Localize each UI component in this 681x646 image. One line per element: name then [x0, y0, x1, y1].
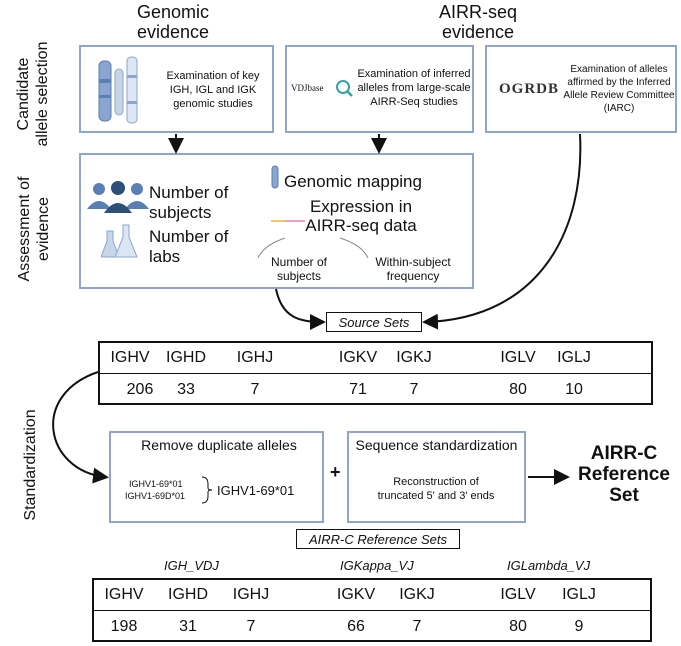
airrseq-evidence-heading: AIRR-seq evidence: [438, 2, 518, 42]
genome-small-icon: [271, 165, 279, 189]
flask-icon: [100, 223, 141, 261]
arrow-assessment-to-source-sets: [275, 288, 326, 330]
merge-brace-icon: [201, 476, 213, 504]
ogrdb-box: OGRDB Examination of alleles affirmed by…: [485, 45, 677, 133]
reference-sets-table: IGHV IGHD IGHJ IGKV IGKJ IGLV IGLJ 198 3…: [92, 578, 652, 642]
genomic-studies-box: Examination of key IGH, IGL and IGK geno…: [79, 45, 274, 133]
genomic-mapping-label: Genomic mapping: [284, 172, 422, 191]
group-label-iglambda: IGLambda_VJ: [507, 558, 591, 573]
source-sets-label: Source Sets: [326, 312, 422, 332]
vdjbase-logo: VDJbase: [291, 83, 324, 93]
ogrdb-text: Examination of alleles affirmed by the I…: [563, 64, 675, 114]
sequence-read-icon: [271, 211, 305, 222]
source-value-5: 80: [509, 381, 527, 398]
sequence-standardization-title: Sequence standardization: [355, 437, 518, 453]
source-value-4: 7: [409, 381, 419, 398]
ref-value-4: 7: [412, 618, 422, 635]
source-header-4: IGKJ: [396, 349, 432, 366]
ref-header-5: IGLV: [500, 586, 536, 603]
vdjbase-box: VDJbase Examination of inferred alleles …: [285, 45, 474, 133]
ref-header-0: IGHV: [104, 586, 144, 603]
ref-header-6: IGLJ: [562, 586, 596, 603]
ref-header-4: IGKJ: [399, 586, 435, 603]
genomic-studies-text: Examination of key IGH, IGL and IGK geno…: [166, 70, 260, 110]
source-header-5: IGLV: [500, 349, 536, 366]
source-header-1: IGHD: [166, 349, 206, 366]
genomic-evidence-heading: Genomic evidence: [136, 2, 210, 42]
allele-b-label: IGHV1-69D*01: [125, 491, 186, 501]
arrow-source-to-standardization: [52, 371, 109, 484]
expression-label: Expression in AIRR-seq data: [305, 197, 417, 235]
source-value-3: 71: [349, 381, 367, 398]
number-of-labs-label: Number of labs: [149, 227, 229, 266]
source-value-2: 7: [250, 381, 260, 398]
magnifier-icon: [335, 79, 353, 97]
ogrdb-logo: OGRDB: [499, 81, 560, 97]
plus-sign: +: [330, 462, 341, 482]
ref-header-1: IGHD: [168, 586, 208, 603]
airrseq-split-line-left: [257, 237, 286, 259]
remove-duplicates-box: Remove duplicate alleles IGHV1-69*01 IGH…: [109, 431, 324, 523]
sequence-standardization-text: Reconstruction of truncated 5' and 3' en…: [377, 476, 495, 502]
number-of-subjects-label: Number of subjects: [149, 183, 229, 222]
ref-value-6: 9: [574, 618, 584, 635]
source-value-6: 10: [565, 381, 583, 398]
ref-header-2: IGHJ: [232, 586, 270, 603]
people-icon: [85, 179, 151, 215]
sequence-standardization-box: Sequence standardization Reconstruction …: [347, 431, 526, 523]
source-header-0: IGHV: [110, 349, 150, 366]
within-subject-frequency-label: Within-subject frequency: [375, 255, 451, 283]
assessment-box: Number of subjects Number of labs Genomi…: [79, 153, 474, 289]
chromosome-icon: [97, 55, 143, 127]
source-value-1: 33: [177, 381, 195, 398]
ref-value-1: 31: [179, 618, 197, 635]
arrow-ogrdb-to-source-sets: [422, 133, 582, 330]
vdjbase-text: Examination of inferred alleles from lar…: [357, 68, 471, 108]
source-header-2: IGHJ: [236, 349, 274, 366]
source-value-0: 206: [126, 381, 154, 398]
reference-sets-label: AIRR-C Reference Sets: [296, 529, 460, 549]
source-sets-table: IGHV IGHD IGHJ IGKV IGKJ IGLV IGLJ 206 3…: [98, 341, 653, 405]
airr-c-reference-set-label: AIRR-C Reference Set: [578, 443, 670, 506]
source-header-6: IGLJ: [557, 349, 591, 366]
group-label-igkappa: IGKappa_VJ: [340, 558, 414, 573]
ref-value-5: 80: [509, 618, 527, 635]
group-label-igh: IGH_VDJ: [164, 558, 219, 573]
ref-header-3: IGKV: [336, 586, 376, 603]
allele-a-label: IGHV1-69*01: [129, 479, 183, 489]
ref-value-2: 7: [246, 618, 256, 635]
allele-merged-label: IGHV1-69*01: [217, 483, 295, 498]
source-header-3: IGKV: [338, 349, 378, 366]
airrseq-split-line-right: [339, 237, 369, 259]
ref-value-0: 198: [110, 618, 138, 635]
number-of-subjects-airr-label: Number of subjects: [270, 255, 328, 283]
remove-duplicates-title: Remove duplicate alleles: [141, 437, 297, 453]
ref-value-3: 66: [347, 618, 365, 635]
